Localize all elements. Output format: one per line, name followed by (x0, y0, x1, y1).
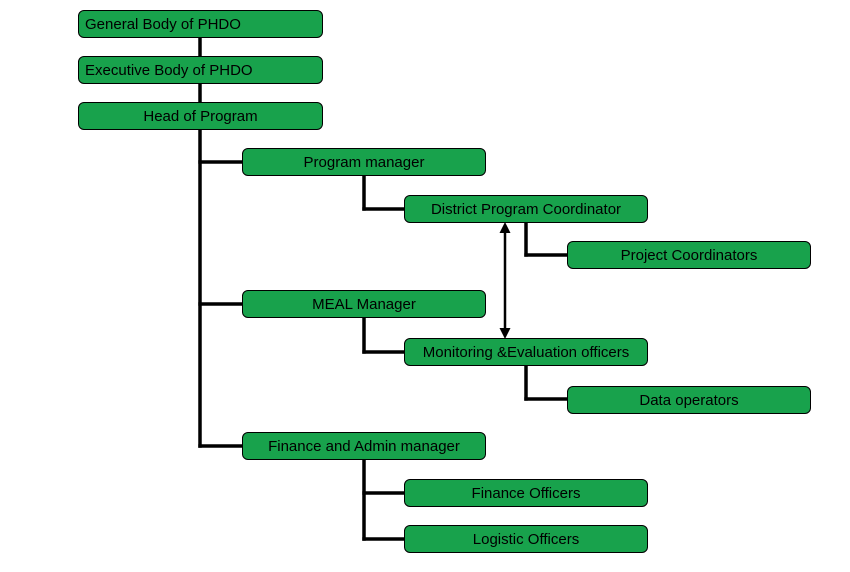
node-label-district-program-coordinator: District Program Coordinator (430, 200, 622, 218)
arrowhead-down-icon (499, 328, 511, 339)
node-label-finance-and-admin-manager: Finance and Admin manager (268, 437, 460, 455)
node-data-operators: Data operators (567, 386, 811, 414)
arrowhead-up-icon (499, 222, 511, 233)
node-label-meal-manager: MEAL Manager (312, 295, 416, 313)
double-arrow-district-to-me-officers (499, 222, 511, 339)
node-general-body-of-phdo: General Body of PHDO (78, 10, 323, 38)
node-program-manager: Program manager (242, 148, 486, 176)
node-finance-and-admin-manager: Finance and Admin manager (242, 432, 486, 460)
node-head-of-program: Head of Program (78, 102, 323, 130)
node-label-finance-officers: Finance Officers (471, 484, 581, 502)
node-label-head-of-program: Head of Program (143, 107, 258, 125)
node-meal-manager: MEAL Manager (242, 290, 486, 318)
node-label-general-body-of-phdo: General Body of PHDO (85, 15, 241, 33)
node-label-project-coordinators: Project Coordinators (620, 246, 758, 264)
connector-group (198, 38, 567, 541)
node-finance-officers: Finance Officers (404, 479, 648, 507)
node-monitoring-evaluation-officers: Monitoring &Evaluation officers (404, 338, 648, 366)
node-executive-body-of-phdo: Executive Body of PHDO (78, 56, 323, 84)
node-label-executive-body-of-phdo: Executive Body of PHDO (85, 61, 253, 79)
node-logistic-officers: Logistic Officers (404, 525, 648, 553)
node-district-program-coordinator: District Program Coordinator (404, 195, 648, 223)
node-label-logistic-officers: Logistic Officers (472, 530, 580, 548)
node-label-monitoring-evaluation-officers: Monitoring &Evaluation officers (422, 343, 630, 361)
node-label-data-operators: Data operators (639, 391, 739, 409)
node-project-coordinators: Project Coordinators (567, 241, 811, 269)
node-label-program-manager: Program manager (303, 153, 425, 171)
